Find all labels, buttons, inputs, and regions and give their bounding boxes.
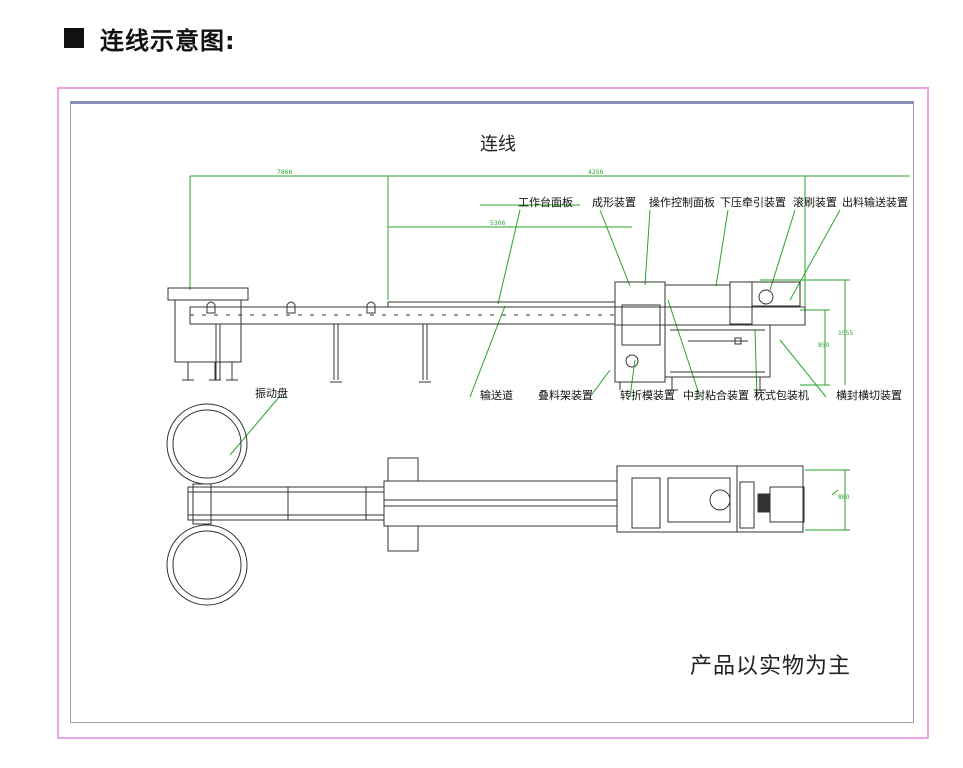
heading-square-icon <box>64 28 84 48</box>
label-work-table: 工作台面板 <box>518 196 573 209</box>
side-view <box>167 281 806 391</box>
label-conveyor: 输送道 <box>480 389 513 402</box>
label-vibrator: 振动盘 <box>255 387 288 400</box>
label-center-seal: 中封粘合装置 <box>683 389 749 402</box>
heading-text: 连线示意图: <box>100 26 236 55</box>
label-control-panel: 操作控制面板 <box>649 196 715 209</box>
label-end-seal: 横封横切装置 <box>836 389 902 402</box>
dimension-3: 5306 <box>490 220 506 227</box>
top-view <box>166 403 805 606</box>
dimension-4: 1055 <box>838 330 854 337</box>
label-forming: 成形装置 <box>592 196 636 209</box>
label-press-traction: 下压牵引装置 <box>720 196 786 209</box>
section-heading: 连线示意图: <box>64 20 236 56</box>
label-film-rack: 叠料架装置 <box>538 389 593 402</box>
label-brush: 滚刷装置 <box>793 196 837 209</box>
label-outfeed: 出料输送装置 <box>842 196 908 209</box>
outer-frame <box>57 87 929 739</box>
dimension-6: 880 <box>838 494 850 501</box>
dimension-lines <box>189 175 910 531</box>
product-note: 产品以实物为主 <box>690 654 852 679</box>
label-pillow-packer: 枕式包装机 <box>754 389 809 402</box>
sheet-top-border <box>70 101 914 104</box>
diagram-title: 连线 <box>480 134 516 155</box>
dimension-1: 7866 <box>277 169 293 176</box>
label-folding: 转折模装置 <box>620 389 675 402</box>
dimension-5: 850 <box>818 342 830 349</box>
dimension-2: 4256 <box>588 169 604 176</box>
